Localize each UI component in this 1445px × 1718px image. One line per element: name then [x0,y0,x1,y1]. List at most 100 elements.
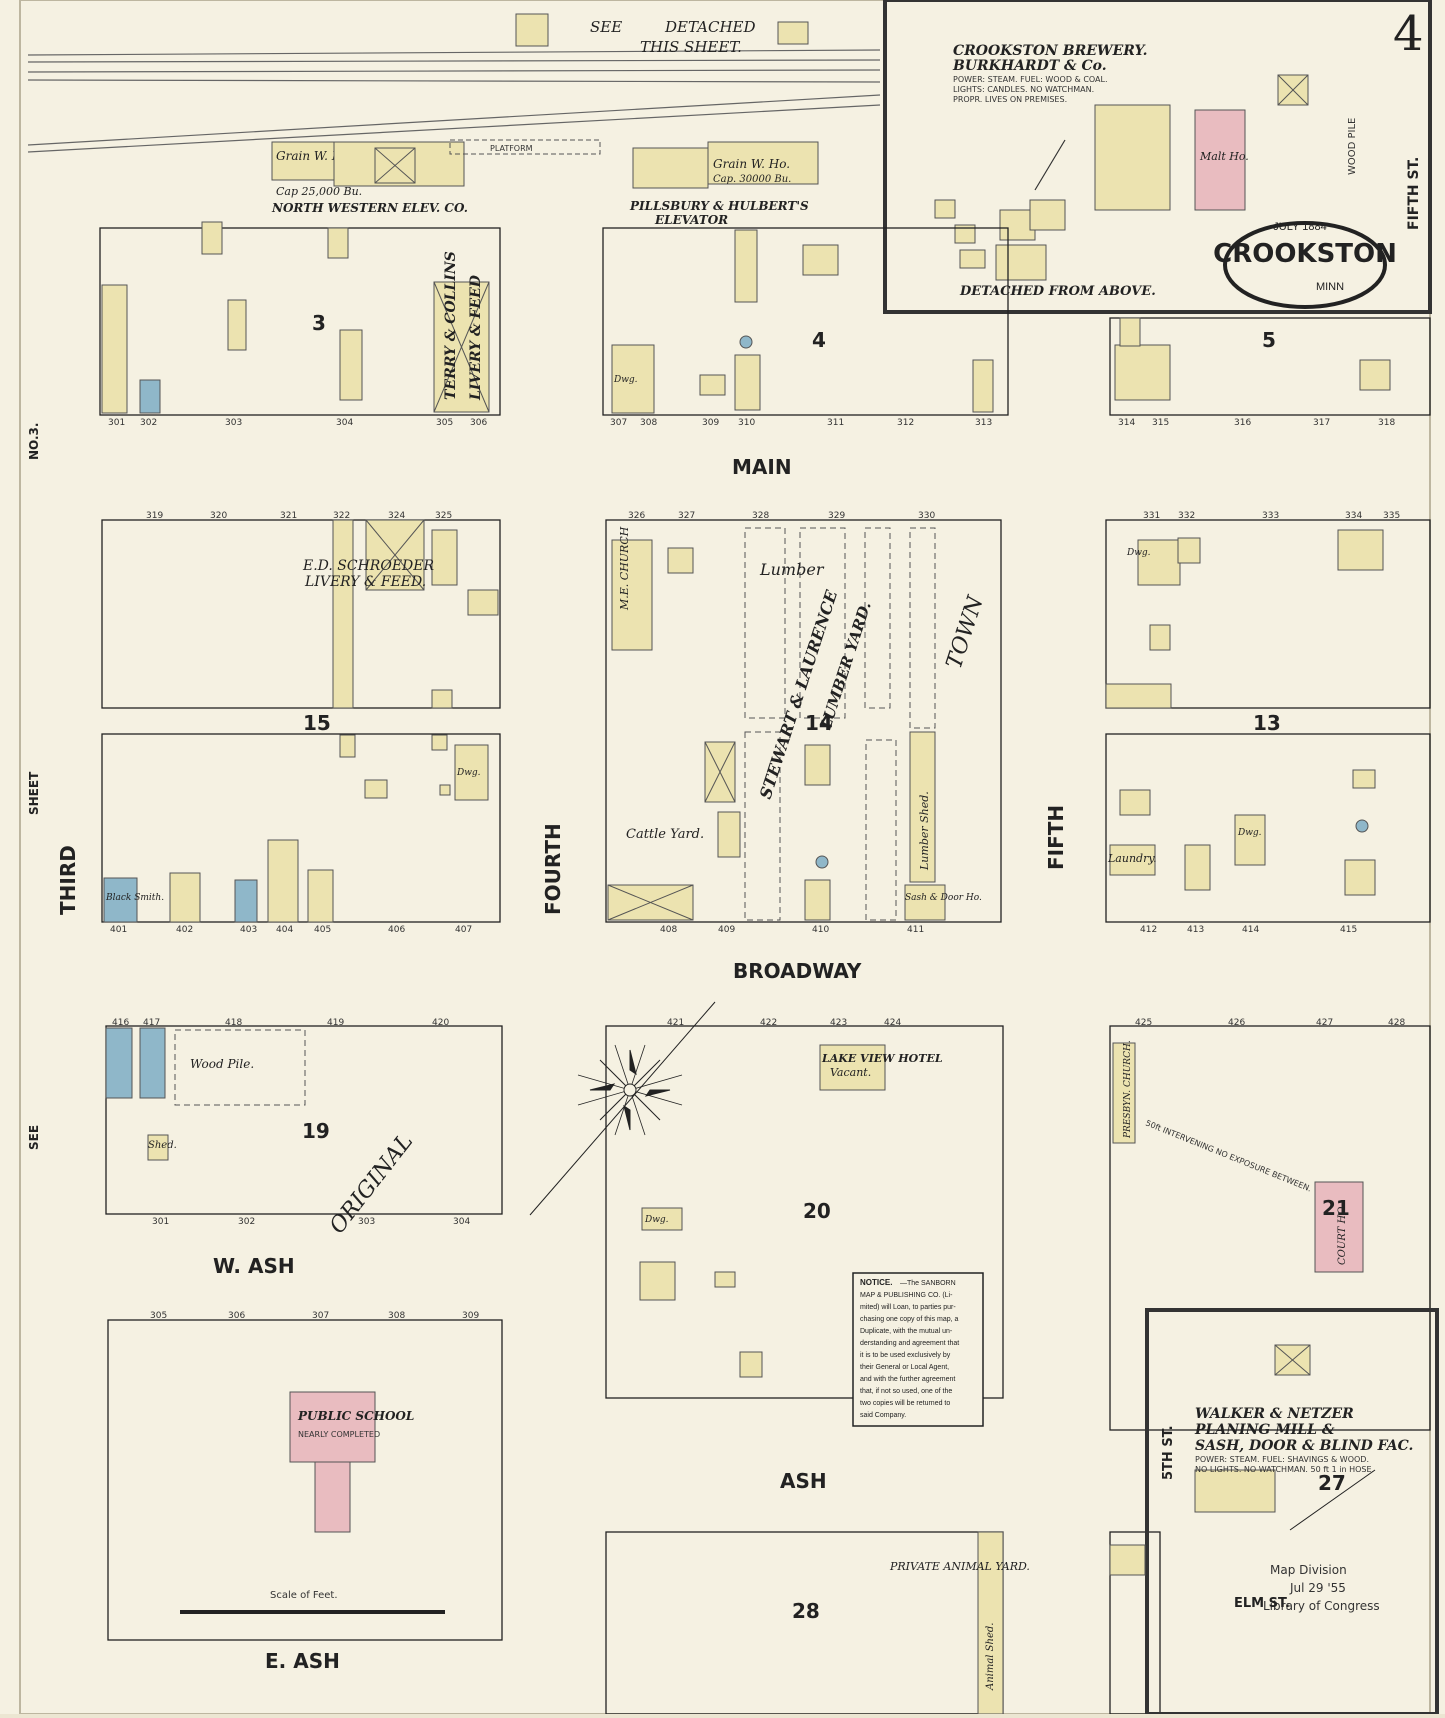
street-fourth: FOURTH [541,823,565,915]
walker-5: NO LIGHTS. NO WATCHMAN. 50 ft 1 in HOSE. [1195,1465,1374,1474]
svg-text:421: 421 [667,1018,684,1028]
svg-text:5: 5 [1262,328,1276,352]
block-14-buildings [607,539,946,921]
svg-text:that, if not so used, one of t: that, if not so used, one of the [860,1388,952,1395]
detached-label: DETACHED [664,18,756,36]
svg-text:420: 420 [432,1018,449,1028]
scale-label: Scale of Feet. [270,1590,338,1601]
svg-text:chasing one copy of this map,: chasing one copy of this map, a [860,1316,959,1323]
elevator-label: ELEVATOR [654,213,728,227]
cap-25000: Cap 25,000 Bu. [276,185,362,198]
block-3-buildings [101,221,490,414]
svg-text:302: 302 [238,1217,255,1227]
block-5-buildings [1114,317,1391,401]
svg-text:303: 303 [358,1217,375,1227]
svg-text:329: 329 [828,511,845,521]
well-pump-14 [815,855,829,869]
svg-text:335: 335 [1383,511,1400,521]
livery-feed-1: LIVERY & FEED [468,274,484,401]
crookston-seal: CROOKSTON MINN JULY 1884 [1213,221,1397,309]
malt-house [1194,109,1246,211]
svg-text:308: 308 [388,1311,405,1321]
animal-shed: Animal Shed. [985,1623,996,1691]
block-19-buildings [105,1027,169,1161]
north-western-elev: NORTH WESTERN ELEV. CO. [271,201,468,215]
car-repair-shop [515,13,549,47]
svg-text:403: 403 [240,925,257,935]
compass-rose [529,1001,716,1216]
brewery-building [1094,104,1171,211]
svg-text:309: 309 [462,1311,479,1321]
dwg-label: Dwg. [1237,828,1262,838]
svg-text:331: 331 [1143,511,1160,521]
dwg-label: Dwg. [1126,548,1151,558]
svg-text:21: 21 [1322,1196,1350,1220]
svg-text:14: 14 [805,711,833,735]
lot-numbers-row6: 305 306 307 308 309 [150,1311,479,1321]
lumber-shed: Lumber Shed. [918,791,931,871]
lot-numbers-row5: 301 302 303 304 [152,1217,470,1227]
side-label-sheet: SHEET [27,771,41,815]
shed-label: Shed. [148,1140,177,1151]
lake-view-hotel: LAKE VIEW HOTEL [821,1052,943,1065]
street-fifth: FIFTH [1044,805,1068,870]
svg-text:317: 317 [1313,418,1330,428]
block-15-buildings [332,519,499,709]
svg-text:324: 324 [388,511,405,521]
svg-text:313: 313 [975,418,992,428]
svg-text:311: 311 [827,418,844,428]
malt-ho-label: Malt Ho. [1199,150,1249,163]
svg-text:424: 424 [884,1018,901,1028]
street-third: THIRD [56,845,80,915]
side-label-no3: NO.3. [27,423,41,460]
block-28-buildings [977,1531,1146,1715]
svg-text:321: 321 [280,511,297,521]
svg-text:—The SANBORN: —The SANBORN [900,1280,956,1287]
svg-text:15: 15 [303,711,331,735]
grain-warehouse-north-western [271,141,335,181]
north-arrow-top [1034,139,1066,191]
svg-text:333: 333 [1262,511,1279,521]
svg-text:319: 319 [146,511,163,521]
svg-text:it is to be used exclusively b: it is to be used exclusively by [860,1352,951,1359]
svg-text:413: 413 [1187,925,1204,935]
me-church: M.E. CHURCH [618,526,631,611]
stone-ho [777,21,809,45]
block-15-lower-buildings [103,734,489,923]
black-smith: Black Smith. [105,893,164,903]
svg-text:310: 310 [738,418,755,428]
svg-text:427: 427 [1316,1018,1333,1028]
svg-text:305: 305 [150,1311,167,1321]
svg-text:415: 415 [1340,925,1357,935]
svg-text:404: 404 [276,925,293,935]
svg-text:325: 325 [435,511,452,521]
wood-pile-label: Wood Pile. [190,1057,254,1071]
block-13-buildings [1105,529,1384,709]
svg-text:306: 306 [470,418,487,428]
lumber-label: Lumber [759,560,825,579]
svg-text:said Company.: said Company. [860,1412,906,1419]
walker-1: WALKER & NETZER [1195,1406,1354,1422]
street-ash: ASH [780,1469,827,1493]
lot-numbers-row1: 301 302 303 304 305 306 307 308 309 310 … [108,418,1395,428]
nearly-completed: NEARLY COMPLETED [298,1430,380,1439]
svg-text:3: 3 [312,311,326,335]
wood-pile-top: WOOD PILE [1347,118,1358,175]
notice-head: NOTICE. [860,1278,892,1287]
svg-text:425: 425 [1135,1018,1152,1028]
svg-text:309: 309 [702,418,719,428]
svg-text:304: 304 [336,418,353,428]
svg-text:19: 19 [302,1119,330,1143]
pillsbury-label: PILLSBURY & HULBERT'S [629,199,809,213]
wood-pile [174,1029,306,1106]
presbyn-church: PRESBYN. CHURCH. [1123,1040,1133,1139]
block-13-lower-buildings [1109,769,1376,896]
dwg-label: Dwg. [613,375,638,385]
dwg-label: Dwg. [644,1215,669,1225]
brewery-owner: BURKHARDT & Co. [952,58,1107,74]
block-outlines [99,227,1431,1715]
library-stamp-1: Map Division [1270,1563,1347,1577]
svg-text:416: 416 [112,1018,129,1028]
svg-text:414: 414 [1242,925,1259,935]
svg-text:308: 308 [640,418,657,428]
